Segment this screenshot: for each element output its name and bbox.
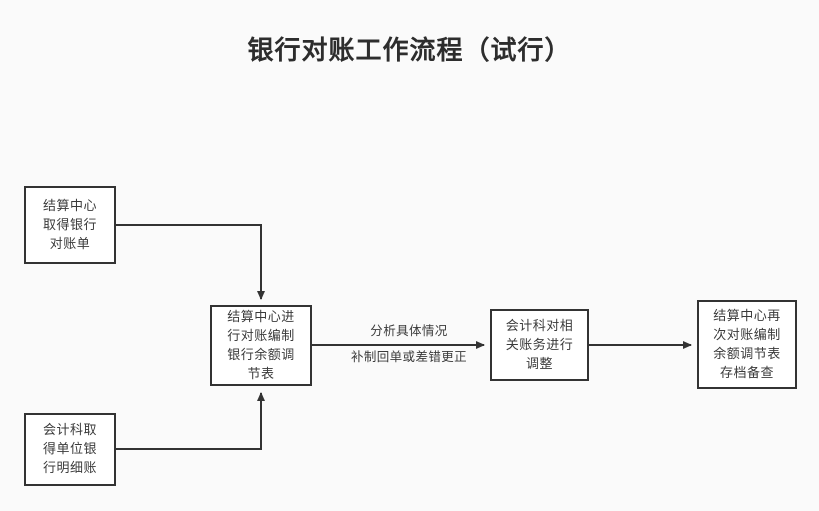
node-adjust-accounts-label: 会计科对相 关账务进行 调整	[505, 318, 574, 372]
edge-label-reconcile-to-adjust: 分析具体情况 补制回单或差错更正	[324, 322, 494, 365]
edge-label-line-1: 分析具体情况	[370, 323, 448, 338]
page-title: 银行对账工作流程（试行）	[247, 36, 572, 66]
node-reconcile[interactable]: 结算中心进 行对账编制 银行余额调 节表	[210, 305, 312, 386]
node-get-statement-label: 结算中心 取得银行 对账单	[42, 198, 97, 252]
edge-statement-to-reconcile	[116, 224, 265, 300]
node-archive-label: 结算中心再 次对账编制 余额调节表 存档备查	[713, 308, 781, 381]
node-get-statement[interactable]: 结算中心 取得银行 对账单	[24, 186, 116, 264]
node-adjust-accounts[interactable]: 会计科对相 关账务进行 调整	[490, 309, 589, 381]
node-reconcile-label: 结算中心进 行对账编制 银行余额调 节表	[227, 309, 295, 382]
edge-ledger-to-reconcile	[116, 392, 265, 450]
node-get-ledger[interactable]: 会计科取 得单位银 行明细账	[24, 413, 116, 486]
node-get-ledger-label: 会计科取 得单位银 行明细账	[42, 423, 97, 476]
edge-label-line-2: 补制回单或差错更正	[350, 349, 468, 364]
node-archive[interactable]: 结算中心再 次对账编制 余额调节表 存档备查	[697, 300, 797, 389]
